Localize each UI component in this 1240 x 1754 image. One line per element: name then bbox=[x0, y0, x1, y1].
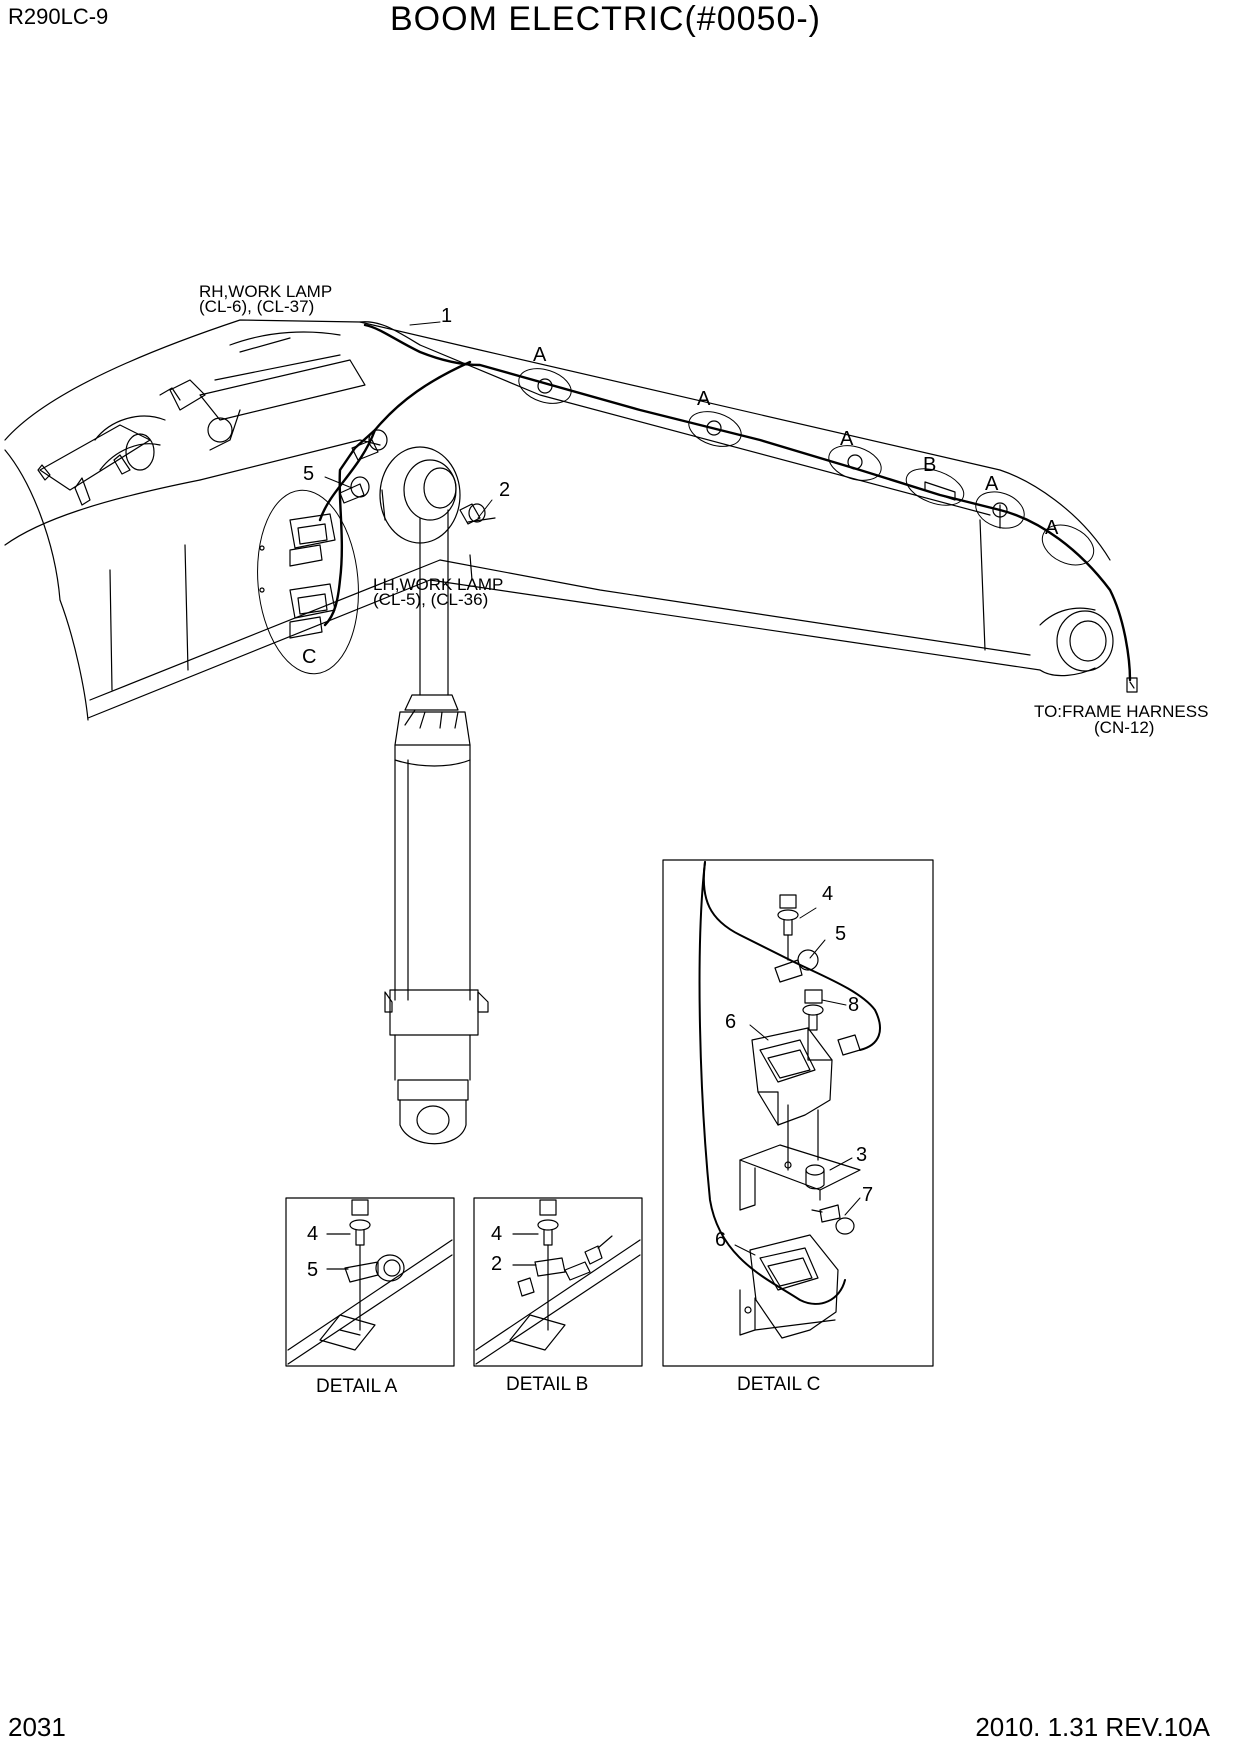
part-number-7: 7 bbox=[862, 1184, 873, 1206]
model-number: R290LC-9 bbox=[8, 4, 109, 29]
part-number-5: 5 bbox=[835, 923, 846, 945]
frame-harness-connector: (CN-12) bbox=[1094, 718, 1154, 737]
detail-a-frame bbox=[285, 1197, 455, 1367]
detail-marker-a: A bbox=[1045, 517, 1059, 539]
rh-work-lamp-connectors: (CL-6), (CL-37) bbox=[199, 297, 314, 316]
detail-marker-a: A bbox=[697, 388, 711, 410]
detail-c-caption: DETAIL C bbox=[737, 1374, 820, 1395]
leader-lines bbox=[324, 321, 861, 1256]
part-number-4: 4 bbox=[491, 1223, 502, 1245]
part-number-5: 5 bbox=[303, 463, 314, 485]
page-number: 2031 bbox=[8, 1712, 66, 1742]
part-number-8: 8 bbox=[848, 994, 859, 1016]
part-number-1: 1 bbox=[441, 305, 452, 327]
part-number-4: 4 bbox=[307, 1223, 318, 1245]
detail-b-caption: DETAIL B bbox=[506, 1374, 588, 1395]
rh-work-lamp-label: RH,WORK LAMP bbox=[199, 282, 332, 301]
lh-work-lamp-connectors: (CL-5), (CL-36) bbox=[373, 590, 488, 609]
page-title: BOOM ELECTRIC(#0050-) bbox=[390, 0, 821, 38]
detail-b-frame bbox=[473, 1197, 643, 1367]
part-number-4: 4 bbox=[822, 883, 833, 905]
part-number-2: 2 bbox=[499, 479, 510, 501]
part-number-3: 3 bbox=[856, 1144, 867, 1166]
detail-a-caption: DETAIL A bbox=[316, 1376, 398, 1397]
detail-marker-a: A bbox=[840, 428, 854, 450]
part-number-6: 6 bbox=[715, 1229, 726, 1251]
revision-date: 2010. 1.31 REV.10A bbox=[975, 1712, 1210, 1742]
boom-cylinder bbox=[379, 446, 489, 1145]
harness-clamps bbox=[518, 368, 1138, 693]
part-number-6: 6 bbox=[725, 1011, 736, 1033]
part-number-5: 5 bbox=[307, 1259, 318, 1281]
frame-harness-label: TO:FRAME HARNESS bbox=[1034, 702, 1208, 721]
harness-route bbox=[318, 323, 1132, 682]
cylinder-head-clamps bbox=[339, 429, 496, 525]
boom-structure bbox=[4, 319, 1114, 721]
callout-labels: RH,WORK LAMP (CL-6), (CL-37) LH,WORK LAM… bbox=[199, 282, 1208, 1397]
detail-marker-a: A bbox=[985, 473, 999, 495]
detail-marker-c: C bbox=[302, 646, 316, 668]
detail-c-frame bbox=[662, 859, 934, 1367]
lh-work-lamp-label: LH,WORK LAMP bbox=[373, 575, 503, 594]
work-lamps-assembly bbox=[257, 489, 359, 675]
detail-marker-a: A bbox=[533, 344, 547, 366]
part-number-2: 2 bbox=[491, 1253, 502, 1275]
detail-marker-b: B bbox=[923, 454, 936, 476]
